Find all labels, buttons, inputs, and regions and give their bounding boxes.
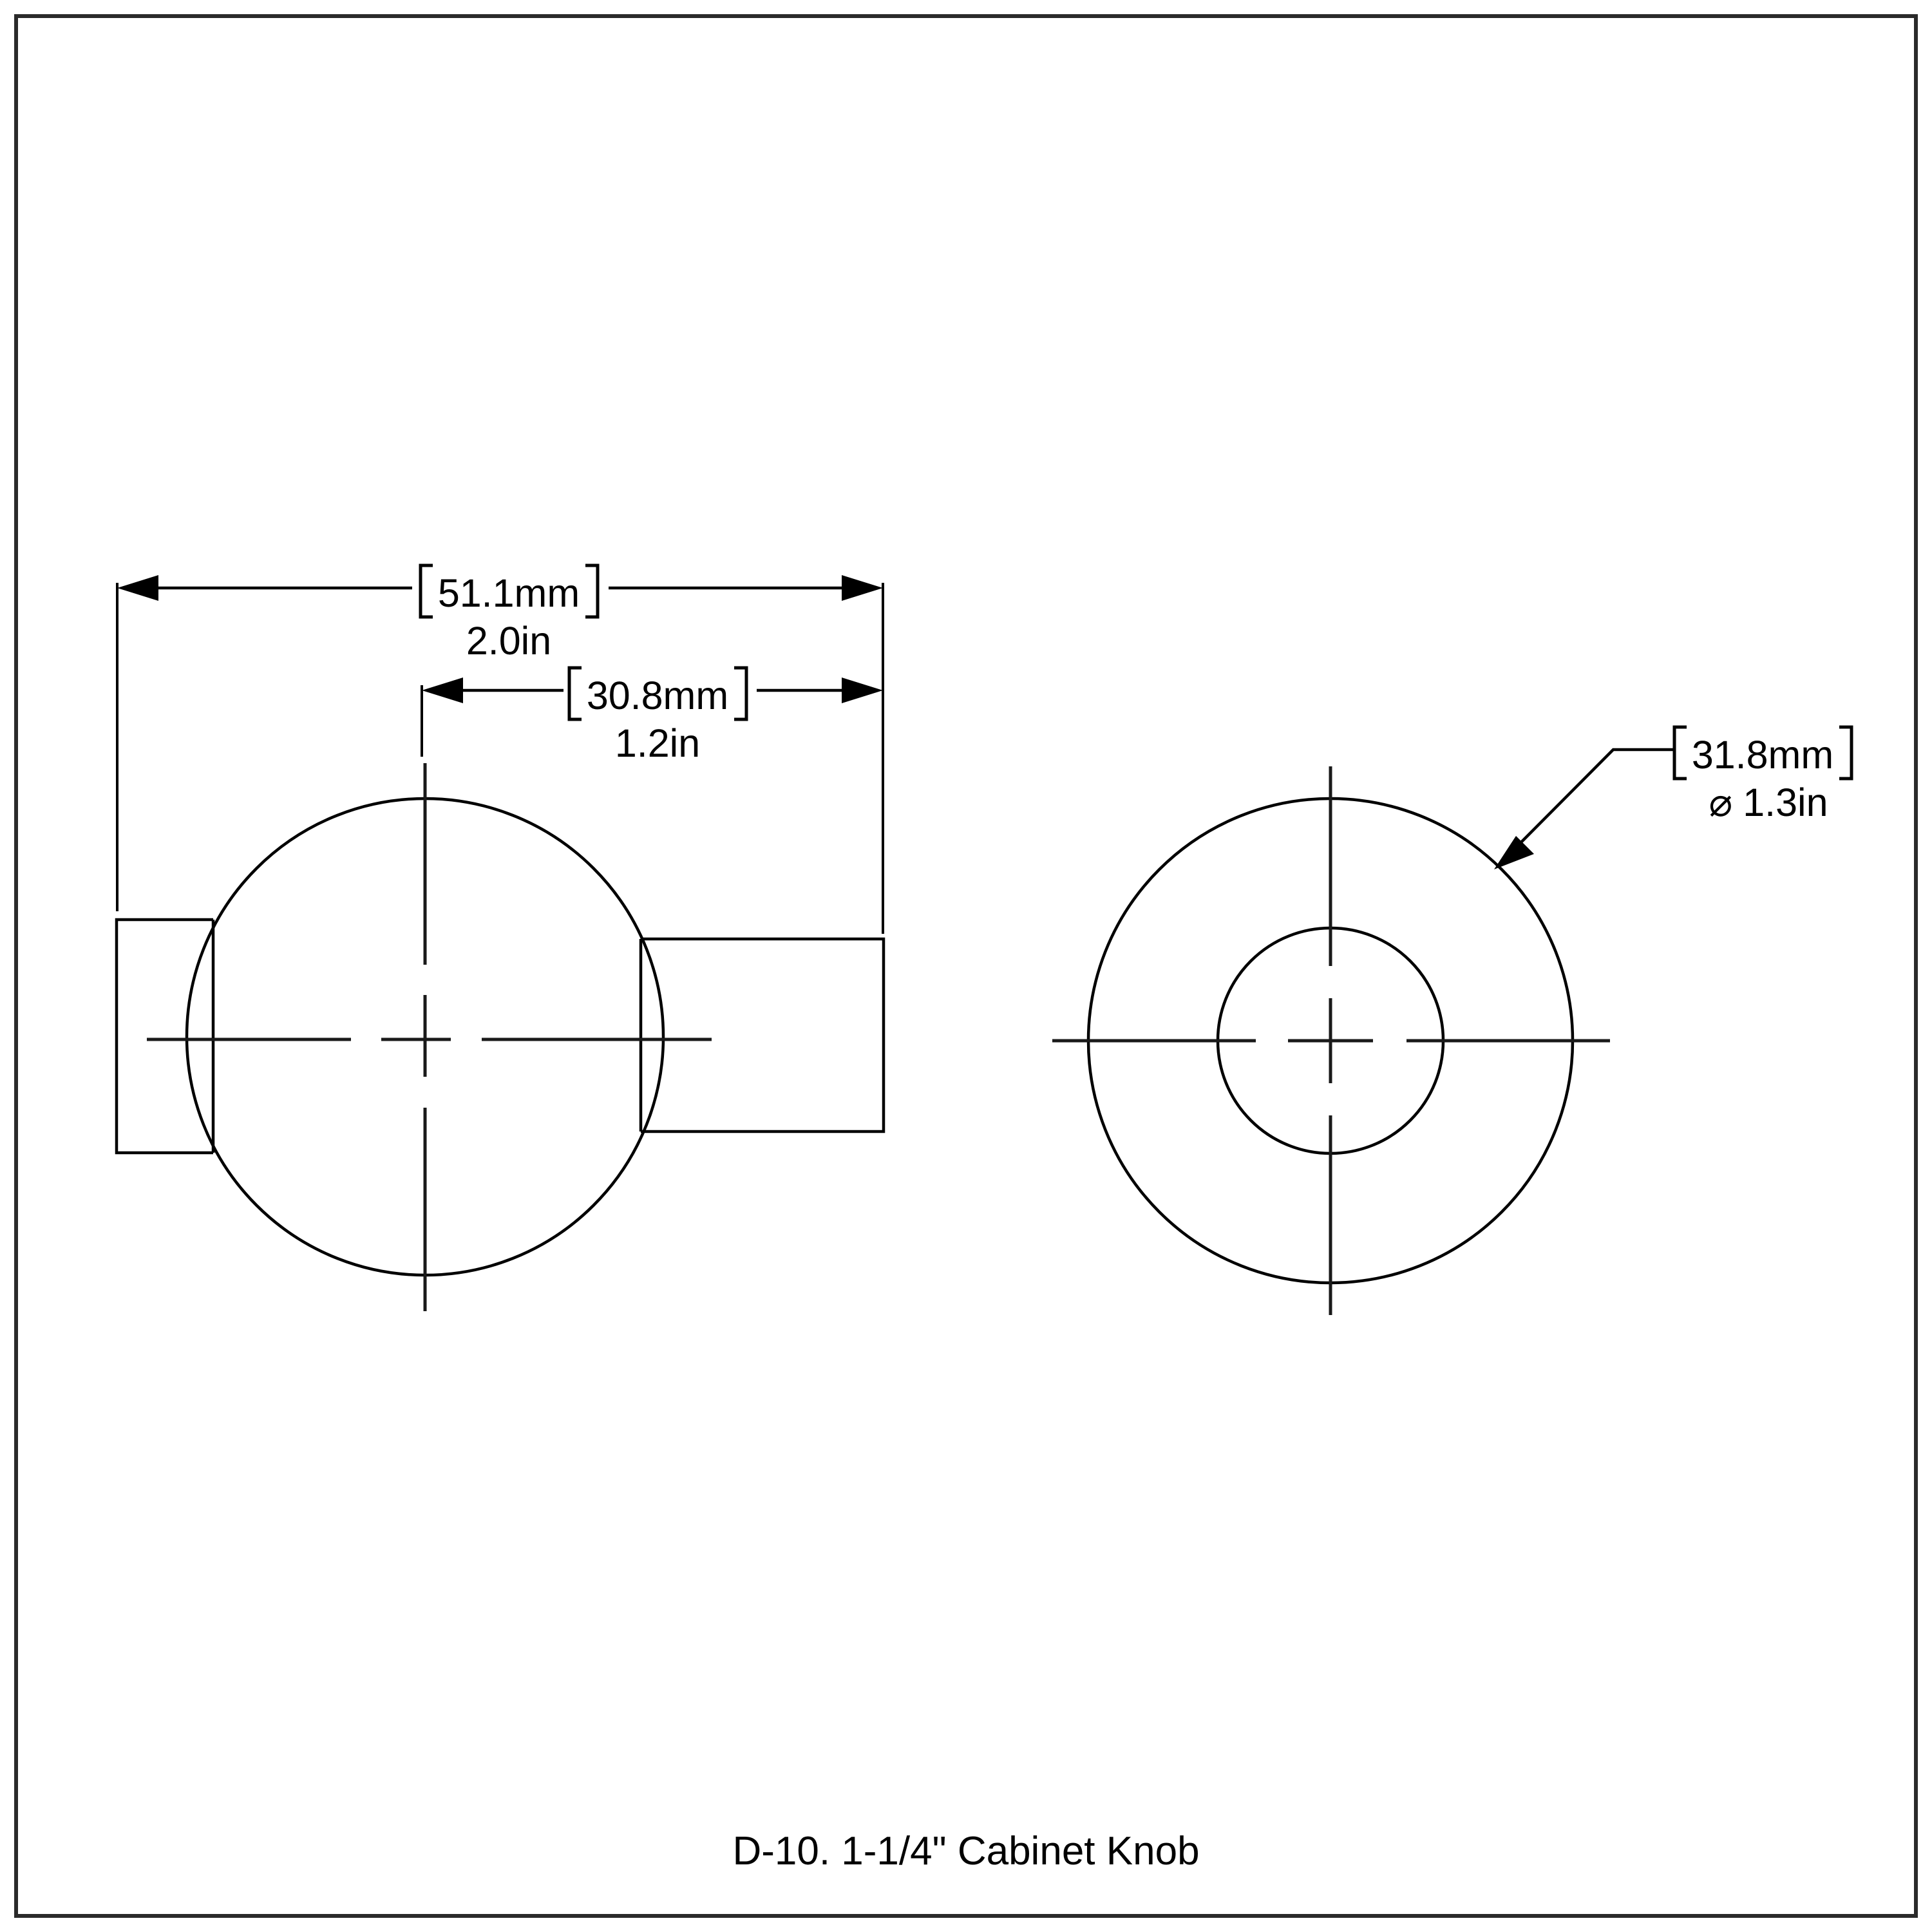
face-diameter-inch-value: ⌀ 1.3in (1709, 781, 1828, 824)
body-width-arrow-left-icon (422, 677, 463, 703)
knob-stem-right-outline (641, 937, 886, 1133)
knob-tab-left-outline (115, 918, 213, 1155)
body-width-bracket-close-icon (734, 666, 748, 721)
front-plan-view (1052, 766, 1610, 1315)
face-diameter-bracket-close-icon (1839, 725, 1853, 781)
overall-length-arrow-right-icon (842, 575, 883, 601)
overall-length-mm-value: 51.1mm (438, 571, 580, 615)
body-width-inch-value: 1.2in (615, 721, 700, 765)
overall-length-inch-value: 2.0in (466, 619, 551, 663)
body-width-bracket-open-icon (567, 666, 582, 721)
dimension-overall-length: 51.1mm 2.0in (116, 564, 884, 934)
face-diameter-leader-line (1503, 748, 1674, 860)
face-diameter-mm-value: 31.8mm (1692, 733, 1833, 777)
sheet-border-frame (14, 14, 1918, 1918)
dimension-body-width: 30.8mm 1.2in (421, 666, 883, 765)
face-diameter-bracket-open-icon (1672, 725, 1687, 781)
face-diameter-arrow-icon (1494, 836, 1534, 869)
overall-length-arrow-left-icon (117, 575, 158, 601)
face-diameter-inch-number: 1.3in (1743, 781, 1828, 824)
body-width-mm-value: 30.8mm (587, 674, 728, 717)
dimension-face-diameter: 31.8mm ⌀ 1.3in (1494, 725, 1853, 869)
overall-length-bracket-close-icon (585, 564, 600, 619)
body-width-arrow-right-icon (842, 677, 883, 703)
side-elevation-view (115, 763, 886, 1311)
overall-length-bracket-open-icon (419, 564, 433, 619)
drawing-title: D-10. 1-1/4" Cabinet Knob (732, 1829, 1199, 1873)
diameter-symbol-icon: ⌀ (1709, 781, 1732, 824)
